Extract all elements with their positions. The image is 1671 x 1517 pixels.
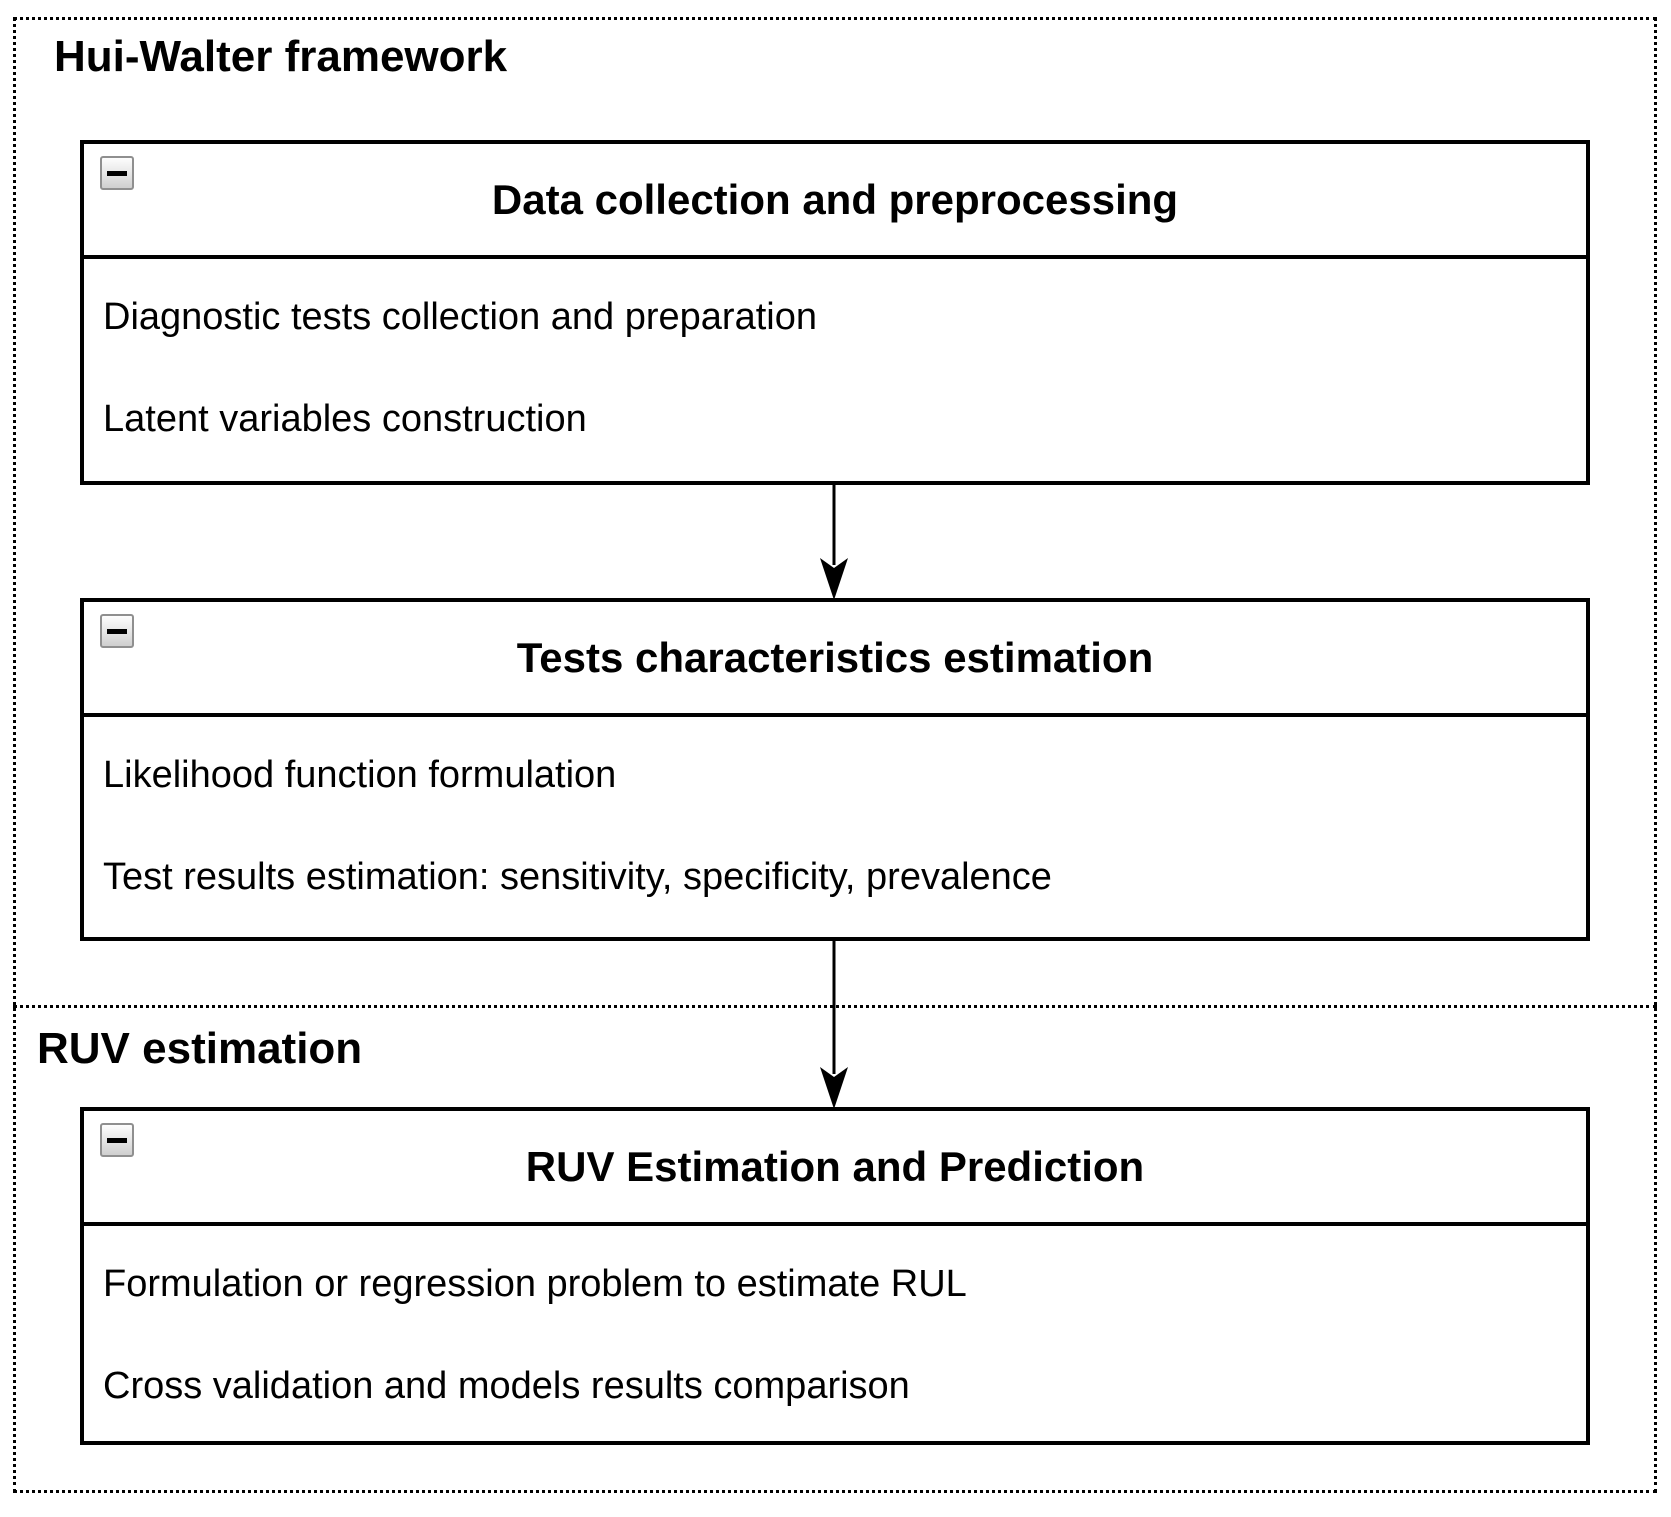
flow-arrow-down (820, 941, 848, 1109)
minus-icon (107, 1137, 127, 1143)
box-title: RUV Estimation and Prediction (525, 1142, 1145, 1190)
minus-icon (107, 628, 127, 634)
box-data-collection: Data collection and preprocessing Diagno… (80, 140, 1590, 485)
collapse-button[interactable] (100, 156, 134, 190)
box-tests-characteristics: Tests characteristics estimation Likelih… (80, 598, 1590, 941)
box-body: Likelihood function formulation Test res… (84, 717, 1586, 937)
list-item: Formulation or regression problem to est… (103, 1263, 967, 1305)
box-header: Data collection and preprocessing (84, 144, 1586, 259)
minus-icon (107, 170, 127, 176)
list-item: Test results estimation: sensitivity, sp… (103, 856, 1052, 898)
section-label-hui-walter-framework: Hui-Walter framework (54, 32, 508, 81)
box-header: Tests characteristics estimation (84, 602, 1586, 717)
section-label-ruv-estimation: RUV estimation (37, 1024, 363, 1073)
box-header: RUV Estimation and Prediction (84, 1111, 1586, 1226)
list-item: Cross validation and models results comp… (103, 1365, 910, 1407)
collapse-button[interactable] (100, 1123, 134, 1157)
box-body: Diagnostic tests collection and preparat… (84, 259, 1586, 481)
box-title: Data collection and preprocessing (491, 175, 1179, 223)
list-item: Diagnostic tests collection and preparat… (103, 296, 817, 338)
list-item: Likelihood function formulation (103, 754, 617, 796)
list-item: Latent variables construction (103, 398, 587, 440)
box-ruv-estimation-prediction: RUV Estimation and Prediction Formulatio… (80, 1107, 1590, 1445)
box-title: Tests characteristics estimation (516, 633, 1154, 681)
collapse-button[interactable] (100, 614, 134, 648)
outer-dotted-frame (13, 17, 1657, 1493)
box-body: Formulation or regression problem to est… (84, 1226, 1586, 1441)
flow-arrow-down (820, 485, 848, 600)
